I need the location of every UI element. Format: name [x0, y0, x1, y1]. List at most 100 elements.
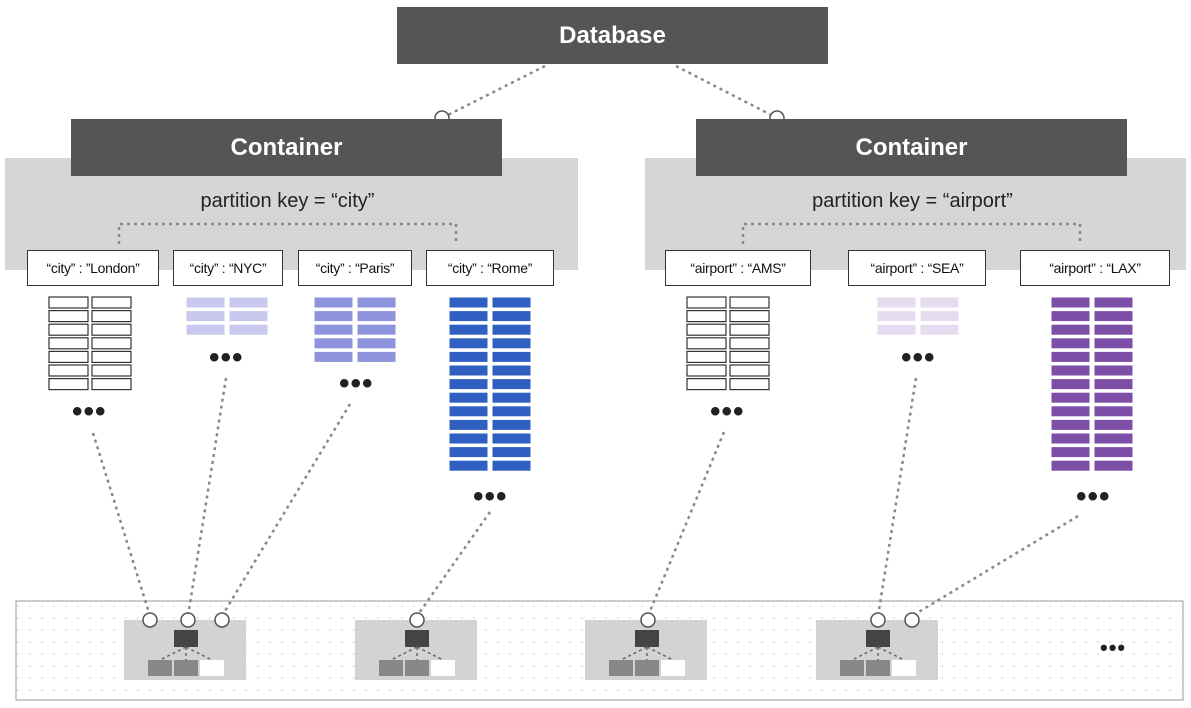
connector-endpoint [142, 612, 158, 628]
item-cell [448, 405, 489, 418]
item-cell [729, 364, 770, 377]
item-cell [491, 337, 532, 350]
item-stack [448, 296, 532, 472]
replica [379, 660, 403, 676]
replica-link [646, 646, 674, 661]
item-cell [491, 296, 532, 309]
item-cell [686, 337, 727, 350]
item-cell [48, 364, 89, 377]
item-cell [1050, 364, 1091, 377]
item-cell [491, 350, 532, 363]
cluster-node [355, 620, 477, 680]
item-cell [1050, 323, 1091, 336]
partition-label: “airport” : “AMS” [665, 250, 811, 286]
item-cell [356, 337, 397, 350]
primary-replica [635, 630, 659, 647]
item-cell [48, 296, 89, 309]
item-cell [448, 432, 489, 445]
item-cell [448, 323, 489, 336]
replica [405, 660, 429, 676]
item-cell [729, 310, 770, 323]
item-cell [48, 378, 89, 391]
item-cell [491, 323, 532, 336]
item-cell [48, 310, 89, 323]
replica [174, 660, 198, 676]
primary-replica [866, 630, 890, 647]
item-cell [1093, 378, 1134, 391]
item-cell [729, 378, 770, 391]
item-cell [876, 310, 917, 323]
item-cell [448, 391, 489, 404]
more-items-ellipsis: ••• [1076, 480, 1111, 513]
container-title: Container [230, 133, 343, 161]
item-cell [228, 296, 269, 309]
item-cell [185, 296, 226, 309]
item-cell [491, 459, 532, 472]
cluster-node [124, 620, 246, 680]
item-stack [48, 296, 132, 391]
item-cell [91, 296, 132, 309]
item-cell [491, 364, 532, 377]
connector-line [186, 377, 228, 617]
connector-endpoint [214, 612, 230, 628]
item-cell [686, 323, 727, 336]
item-cell [228, 323, 269, 336]
item-cell [1050, 310, 1091, 323]
partition-label: “city” : “Rome” [426, 250, 554, 286]
replica [431, 660, 455, 676]
item-stack [1050, 296, 1134, 472]
item-cell [448, 459, 489, 472]
partition-key-label: partition key = “city” [200, 190, 375, 212]
more-items-ellipsis: ••• [209, 341, 244, 374]
replica [840, 660, 864, 676]
item-cell [356, 323, 397, 336]
item-cell [91, 350, 132, 363]
item-cell [228, 310, 269, 323]
replica [609, 660, 633, 676]
item-cell [48, 323, 89, 336]
item-cell [356, 350, 397, 363]
item-cell [313, 337, 354, 350]
replica [200, 660, 224, 676]
connector-line [646, 431, 726, 617]
item-cell [491, 391, 532, 404]
more-items-ellipsis: ••• [901, 341, 936, 374]
item-stack [686, 296, 770, 391]
item-cell [686, 310, 727, 323]
primary-replica [405, 630, 429, 647]
partition-label: “airport” : “SEA” [848, 250, 986, 286]
item-cell [1050, 459, 1091, 472]
primary-replica [174, 630, 198, 647]
item-cell [48, 337, 89, 350]
item-cell [1093, 364, 1134, 377]
partition-label: “city” : “Paris” [298, 250, 412, 286]
connector-endpoint [904, 612, 920, 628]
item-cell [91, 310, 132, 323]
item-cell [448, 296, 489, 309]
item-cell [448, 378, 489, 391]
connector-line [876, 377, 918, 617]
replica [661, 660, 685, 676]
item-cell [1093, 432, 1134, 445]
item-cell [91, 337, 132, 350]
item-cell [491, 310, 532, 323]
partition-label: “airport” : “LAX” [1020, 250, 1170, 286]
connector-line [91, 432, 152, 617]
replica-link [185, 646, 213, 661]
connector-endpoint [180, 612, 196, 628]
item-stack [313, 296, 397, 363]
item-cell [313, 350, 354, 363]
item-cell [919, 296, 960, 309]
more-items-ellipsis: ••• [339, 367, 374, 400]
item-cell [491, 432, 532, 445]
more-items-ellipsis: ••• [473, 480, 508, 513]
item-stack [876, 296, 960, 336]
item-cell [686, 364, 727, 377]
replica [866, 660, 890, 676]
item-cell [491, 418, 532, 431]
item-cell [185, 310, 226, 323]
more-nodes-ellipsis: ••• [1100, 635, 1127, 660]
item-cell [313, 296, 354, 309]
connector-endpoint [640, 612, 656, 628]
